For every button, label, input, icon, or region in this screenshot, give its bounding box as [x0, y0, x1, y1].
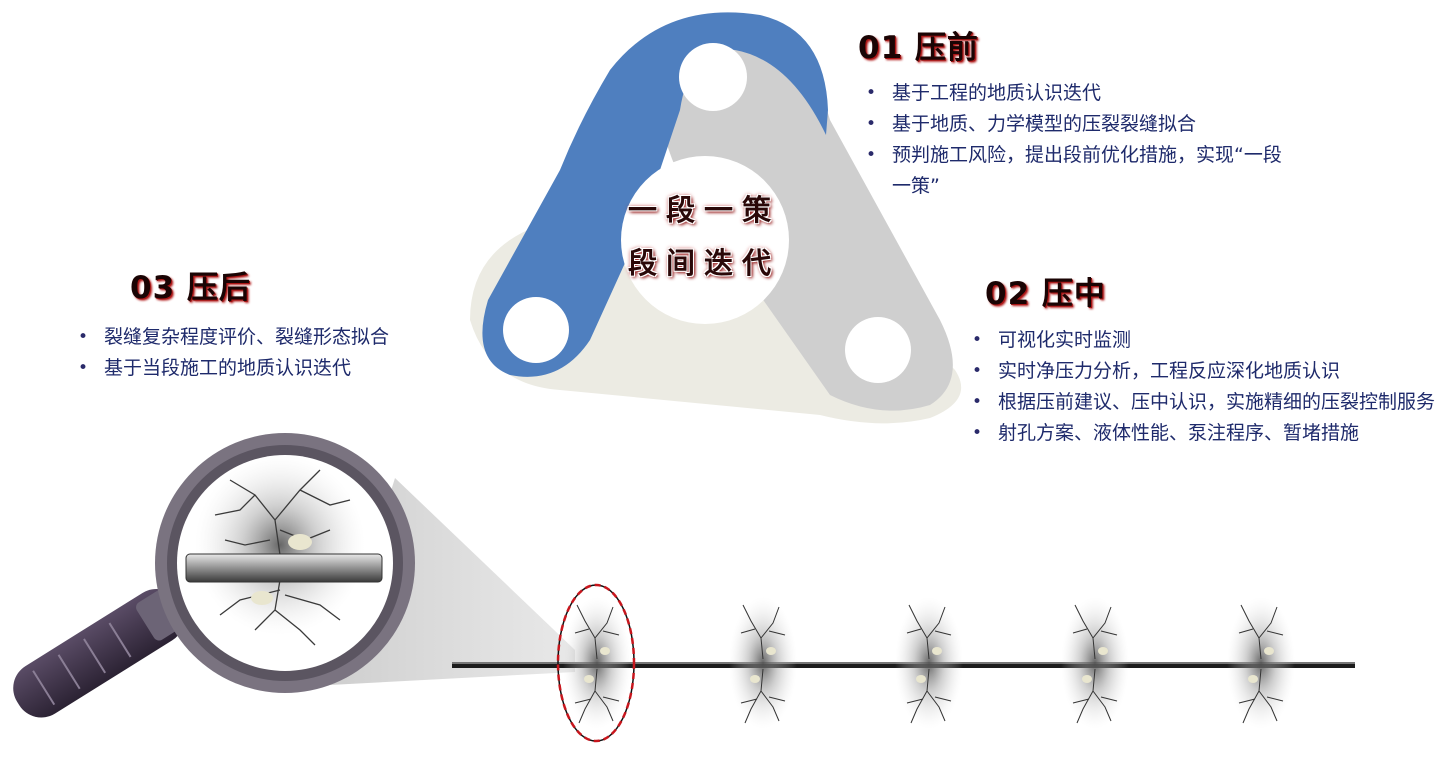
list-item: 可视化实时监测	[966, 325, 1436, 356]
hole-top	[679, 43, 747, 111]
fracture-cluster	[563, 597, 631, 729]
list-item: 预判施工风险，提出段前优化措施，实现“一段一策”	[860, 140, 1290, 202]
fracture-cluster	[1061, 597, 1129, 729]
list-item: 实时净压力分析，工程反应深化地质认识	[966, 356, 1436, 387]
hole-right	[845, 317, 911, 383]
blue-lobe	[482, 12, 828, 377]
hole-left	[503, 297, 569, 363]
magnified-fracture	[195, 455, 365, 646]
heading-during-frac: 02 压中	[985, 276, 1106, 312]
list-item: 裂缝复杂程度评价、裂缝形态拟合	[72, 322, 492, 353]
fracture-cluster	[1227, 597, 1295, 729]
list-item: 射孔方案、液体性能、泵注程序、暂堵措施	[966, 418, 1436, 449]
gray-lobe	[658, 28, 953, 411]
list-post-frac: 裂缝复杂程度评价、裂缝形态拟合 基于当段施工的地质认识迭代	[72, 322, 492, 384]
list-item: 基于工程的地质认识迭代	[860, 78, 1290, 109]
center-title-line1: 一段一策	[627, 193, 780, 227]
magnified-pipe	[185, 553, 383, 583]
list-pre-frac: 基于工程的地质认识迭代 基于地质、力学模型的压裂裂缝拟合 预判施工风险，提出段前…	[860, 78, 1290, 202]
highlight-ellipse-dashed	[556, 583, 636, 743]
list-item: 根据压前建议、压中认识，实施精细的压裂控制服务	[966, 387, 1436, 418]
heading-pre-frac: 01 压前	[858, 30, 979, 66]
list-item: 基于当段施工的地质认识迭代	[72, 353, 492, 384]
center-circle	[621, 156, 789, 324]
fracture-cluster	[729, 597, 797, 729]
list-during-frac: 可视化实时监测 实时净压力分析，工程反应深化地质认识 根据压前建议、压中认识，实…	[966, 325, 1436, 449]
center-title-line2: 段间迭代	[627, 246, 780, 280]
heading-post-frac: 03 压后	[130, 270, 251, 306]
list-item: 基于地质、力学模型的压裂裂缝拟合	[860, 109, 1290, 140]
fracture-clusters	[563, 597, 1295, 729]
fracture-cluster	[895, 597, 963, 729]
